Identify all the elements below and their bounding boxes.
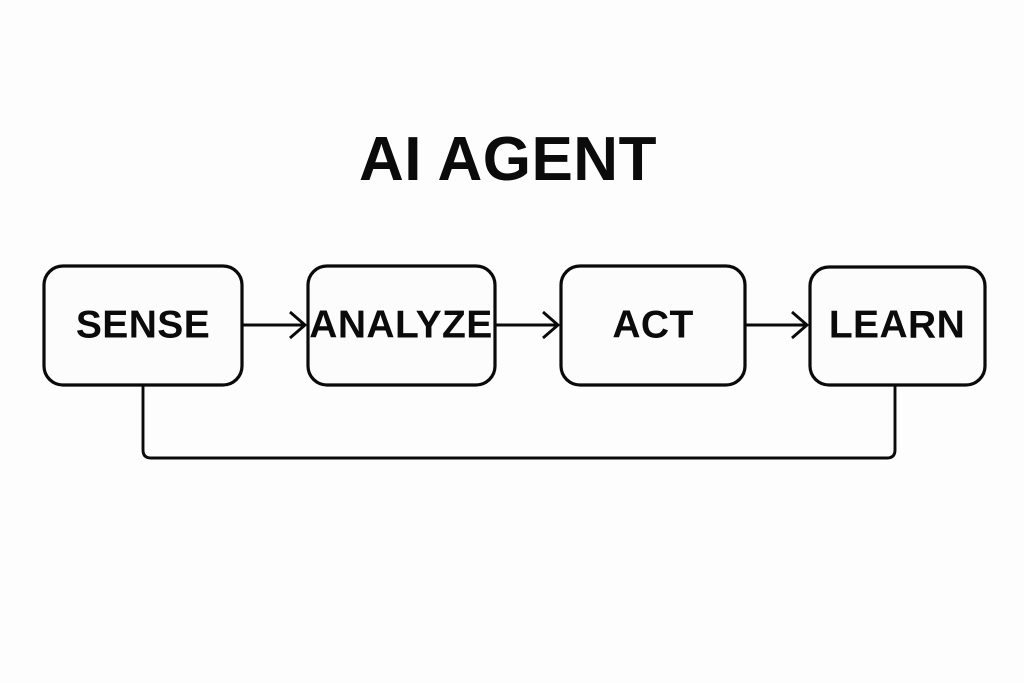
connector-analyze-to-act-arrowhead (542, 310, 561, 340)
node-analyze-box[interactable] (306, 264, 497, 387)
diagram-title: AI AGENT (359, 125, 657, 194)
node-analyze[interactable]: ANALYZE (306, 264, 497, 387)
node-act-box[interactable] (559, 264, 747, 387)
node-sense[interactable]: SENSE (42, 264, 244, 387)
node-act[interactable]: ACT (559, 264, 747, 387)
connector-sense-to-analyze-arrowhead (289, 310, 308, 340)
node-act-label: ACT (612, 303, 693, 346)
node-analyze-label: ANALYZE (309, 303, 492, 346)
node-sense-label: SENSE (76, 303, 210, 346)
node-learn-box[interactable] (808, 265, 987, 387)
node-learn[interactable]: LEARN (808, 265, 987, 387)
node-sense-box[interactable] (42, 264, 244, 387)
node-learn-label: LEARN (829, 303, 965, 346)
connector-act-to-learn-arrowhead (791, 310, 810, 340)
connector-learn-to-sense (141, 385, 897, 460)
